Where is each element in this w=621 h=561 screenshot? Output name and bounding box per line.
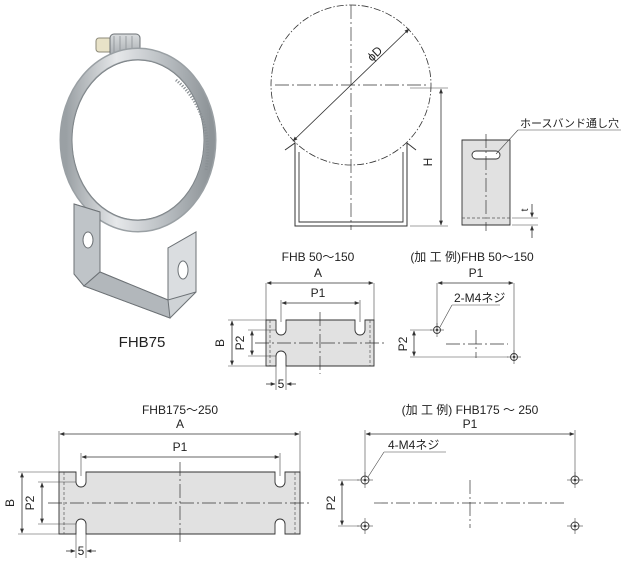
side-view-drawing: ϕD H [270,4,448,230]
height-label: H [421,158,435,167]
small-example-label-p2: P2 [396,336,410,351]
small-example-title: (加 工 例)FHB 50～150 [410,250,534,264]
large-label-b: B [3,499,17,507]
thickness-label: t [520,208,531,211]
hose-band-ring [59,47,217,233]
thread-hole-tl [357,472,373,488]
bracket-profile [284,141,417,227]
diameter-label: ϕD [364,43,385,64]
thread-hole-tr [567,472,583,488]
large-label-p1: P1 [173,440,188,454]
thread-hole-bl [357,518,373,534]
u-bracket-body [73,203,197,319]
hole-note: ホースバンド通し穴 [520,116,619,130]
small-example-drawing: (加 工 例)FHB 50～150 P1 2-M4ネジ P2 [396,250,534,364]
large-example-label-p1: P1 [463,417,478,431]
photo-caption: FHB75 [119,334,166,351]
small-label-5: 5 [278,377,285,391]
product-photo: FHB75 [59,33,217,351]
small-plate-drawing: FHB 50～150 A P1 B P2 5 [213,250,386,391]
large-label-a: A [176,417,184,431]
small-example-label-p1: P1 [469,266,484,280]
small-title: FHB 50～150 [282,250,355,264]
large-example-drawing: (加 工 例) FHB175 ～ 250 P1 [324,403,583,534]
small-thread-note: 2-M4ネジ [454,291,505,305]
large-example-label-p2: P2 [324,495,338,510]
bracket-side-detail: ホースバンド通し穴 t [461,116,621,238]
large-label-p2: P2 [23,495,37,510]
large-plate [58,471,301,535]
large-plate-drawing: FHB175～250 A P1 B P2 5 [3,403,312,558]
large-label-5: 5 [78,544,85,558]
thread-hole-br [567,518,583,534]
small-label-a: A [314,266,322,280]
small-label-b: B [213,339,227,347]
small-label-p1: P1 [311,286,326,300]
large-thread-note: 4-M4ネジ [388,438,439,452]
large-example-title: (加 工 例) FHB175 ～ 250 [402,403,539,417]
small-label-p2: P2 [233,335,247,350]
large-title: FHB175～250 [142,403,218,417]
